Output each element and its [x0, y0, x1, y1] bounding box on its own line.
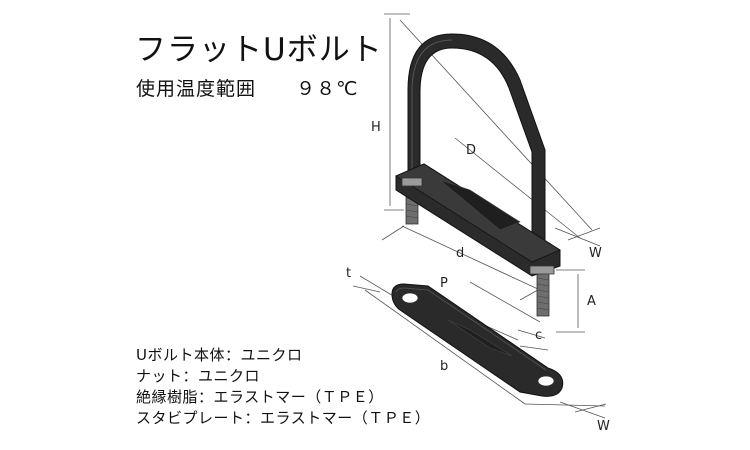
- u-bolt-body: [395, 33, 561, 317]
- spec-ubolt-body: Uボルト本体：ユニクロ: [136, 346, 303, 364]
- spec-stabi-plate: スタビプレート：エラストマー（ＴＰＥ）: [136, 409, 431, 427]
- dim-label-W-bottom: W: [597, 419, 610, 434]
- dim-label-d: d: [456, 246, 464, 261]
- dim-label-c: c: [535, 328, 542, 343]
- dim-label-H: H: [371, 120, 381, 135]
- dim-label-b: b: [440, 359, 448, 374]
- temperature-label: 使用温度範囲: [136, 78, 257, 100]
- dim-label-P: P: [440, 276, 448, 291]
- dim-label-D: D: [466, 143, 476, 158]
- dim-label-W-top: W: [589, 246, 602, 261]
- spec-insulation-resin: 絶縁樹脂：エラストマー（ＴＰＥ）: [136, 388, 384, 406]
- stabi-plate: [391, 283, 564, 397]
- spec-nut: ナット：ユニクロ: [136, 367, 261, 385]
- temperature-range: 使用温度範囲 ９８℃: [136, 74, 358, 101]
- dim-label-t: t: [346, 266, 351, 281]
- dim-label-A: A: [587, 294, 596, 309]
- temperature-value: ９８℃: [296, 78, 359, 100]
- product-title: フラットUボルト: [135, 32, 383, 68]
